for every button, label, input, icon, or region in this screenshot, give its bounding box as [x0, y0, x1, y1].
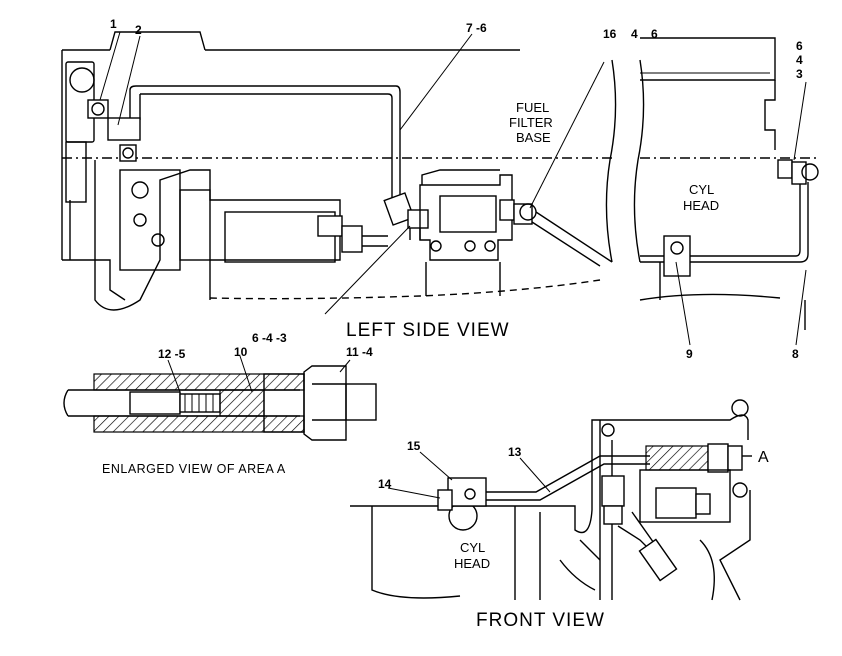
fuel-filter-label-line3: BASE	[516, 130, 551, 145]
callout-15: 15	[407, 439, 421, 453]
callout-14: 14	[378, 477, 392, 491]
callout-13: 13	[508, 445, 522, 459]
fuel-filter-label-line2: FILTER	[509, 115, 553, 130]
cyl-head-front-label-line1: CYL	[460, 540, 485, 555]
cyl-head-label-line2: HEAD	[683, 198, 719, 213]
callout-4: 4	[631, 27, 638, 41]
enlarged-view	[63, 355, 377, 441]
fuel-filter-label-line1: FUEL	[516, 100, 549, 115]
callout-6: 6	[651, 27, 658, 41]
callout-2: 2	[135, 23, 142, 37]
callout-11-4: 11 -4	[346, 345, 373, 359]
part-labels: FUEL FILTER BASE CYL HEAD CYL HEAD	[454, 100, 719, 571]
callout-a: A	[758, 449, 769, 466]
callout-6-4-3: 6 -4 -3	[252, 331, 287, 345]
view-titles: LEFT SIDE VIEW ENLARGED VIEW OF AREA A F…	[102, 320, 605, 631]
callout-10: 10	[234, 345, 248, 359]
callout-6-top: 6	[796, 39, 803, 53]
cyl-head-front-label-line2: HEAD	[454, 556, 490, 571]
callout-12-5: 12 -5	[158, 347, 186, 361]
front-view-title: FRONT VIEW	[476, 610, 605, 631]
enlarged-view-title: ENLARGED VIEW OF AREA A	[102, 462, 286, 476]
callout-8: 8	[792, 347, 799, 361]
left-side-view	[61, 31, 820, 330]
callout-labels: 1 2 7 -6 16 4 6 6 4 3 6 -4 -3 9 8 12 -5 …	[110, 17, 803, 491]
leader-lines	[99, 31, 807, 346]
callout-3-top: 3	[796, 67, 803, 81]
callout-7-6: 7 -6	[466, 21, 487, 35]
callout-16: 16	[603, 27, 617, 41]
front-view	[350, 399, 752, 601]
left-side-view-title: LEFT SIDE VIEW	[346, 320, 510, 341]
callout-1: 1	[110, 17, 117, 31]
cyl-head-label-line1: CYL	[689, 182, 714, 197]
callout-9: 9	[686, 347, 693, 361]
callout-4-top: 4	[796, 53, 803, 67]
